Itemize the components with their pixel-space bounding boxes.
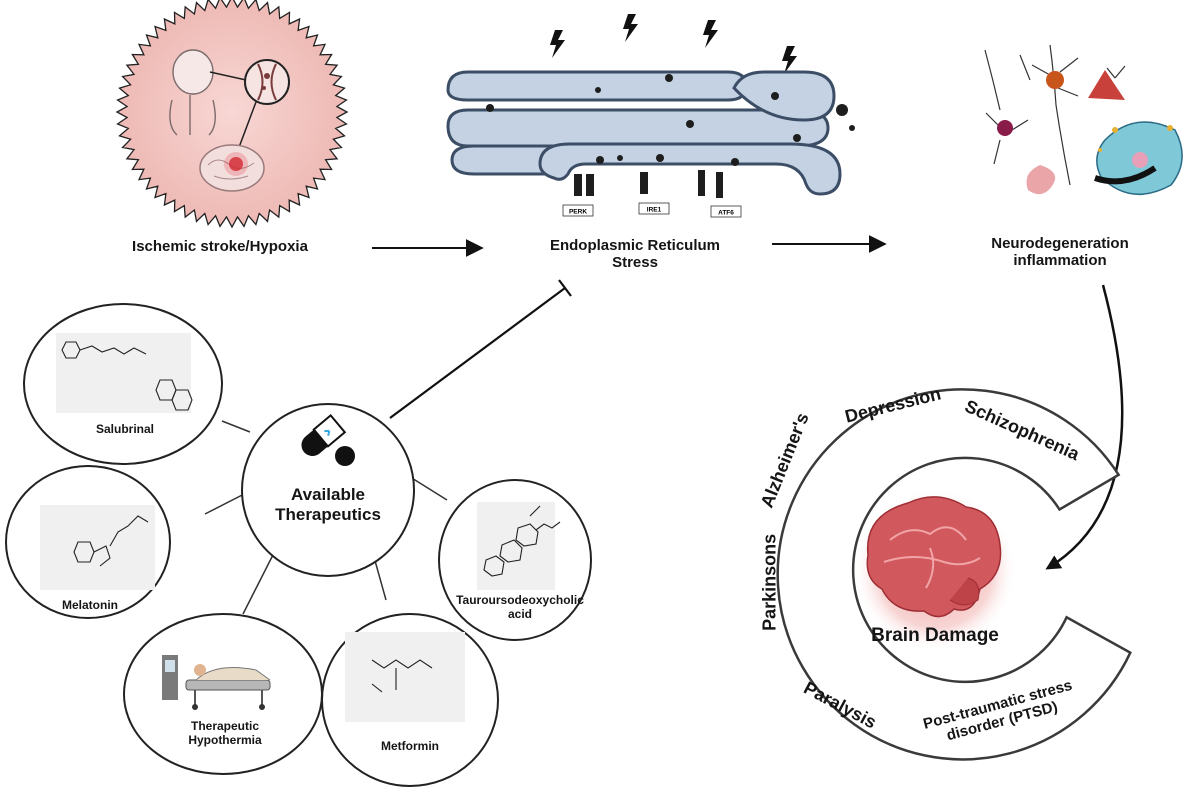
therapeutics-center-line2: Therapeutics	[275, 504, 381, 524]
brain-damage-label: Brain Damage	[871, 625, 999, 646]
therapeutics-center-line1: Available	[290, 485, 366, 504]
tudca-label-line2: acid	[507, 606, 532, 621]
stroke-illustration	[115, 0, 349, 229]
neurodegeneration-label: Neurodegeneration inflammation	[960, 235, 1160, 270]
condition-parkinsons: Parkinsons	[759, 533, 780, 631]
salubrinal-label: Salubrinal	[95, 422, 154, 436]
tudca-label-line1: Tauroursodeoxycholic	[456, 593, 584, 607]
er-sensor-labels: PERK IRE1 ATF6	[562, 202, 742, 218]
tudca-label: Tauroursodeoxycholic acid	[455, 593, 585, 622]
er-stress-label: Endoplasmic Reticulum Stress	[520, 237, 750, 272]
metformin-structure-image	[345, 632, 465, 722]
neuron-cell-icon	[997, 120, 1013, 136]
astrocyte-icon	[1088, 70, 1125, 100]
hypothermia-circle	[123, 613, 323, 775]
er-stress-label-line2: Stress	[612, 254, 658, 272]
brain-lesion-icon	[199, 144, 265, 192]
er-proteins	[486, 74, 855, 198]
microglia-icon	[1094, 121, 1183, 196]
hypothermia-label: Therapeutic Hypothermia	[160, 719, 290, 748]
pathway-arrows	[372, 235, 1124, 570]
brain-damage-ring	[776, 388, 1132, 761]
therapeutics-hub	[5, 303, 592, 787]
sensor-label-perk: PERK	[569, 209, 587, 216]
arrow-neuro-to-damage	[1045, 284, 1124, 570]
inhibition-line	[389, 287, 566, 419]
neurodegeneration-label-line2: inflammation	[1013, 252, 1107, 270]
sensor-label-ire1: IRE1	[647, 207, 662, 214]
therapeutics-center-label: Available Therapeutics	[253, 485, 403, 524]
tudca-structure-image	[477, 502, 555, 590]
neuron-cell-icon	[1046, 71, 1064, 89]
er-stress-label-line1: Endoplasmic Reticulum	[549, 237, 721, 254]
vessel-zoom-circle	[244, 59, 290, 105]
lightning-icons	[550, 14, 797, 74]
stroke-label: Ischemic stroke/Hypoxia	[132, 238, 308, 255]
hypothermia-bed-icon	[162, 655, 271, 710]
starburst-frame	[115, 0, 349, 229]
metformin-label: Metformin	[381, 739, 439, 753]
pill-tablet-icon	[335, 446, 355, 466]
melatonin-structure-image	[40, 505, 155, 590]
neuron-cell-icon	[1026, 165, 1056, 195]
pill-capsule-icon	[301, 413, 347, 457]
neuron-illustration	[984, 44, 1183, 196]
hypothermia-label-line1: Therapeutic	[190, 719, 259, 733]
salubrinal-structure-image	[56, 333, 191, 413]
hypothermia-label-line2: Hypothermia	[188, 732, 262, 747]
center-therapeutics-circle	[241, 403, 415, 577]
molecule-bonds	[61, 341, 561, 693]
brain-icon	[866, 496, 1002, 618]
sensor-label-atf6: ATF6	[718, 210, 734, 217]
neurodegeneration-label-line1: Neurodegeneration	[991, 235, 1129, 252]
melatonin-label: Melatonin	[62, 598, 118, 612]
inhibition-bar	[558, 279, 572, 297]
